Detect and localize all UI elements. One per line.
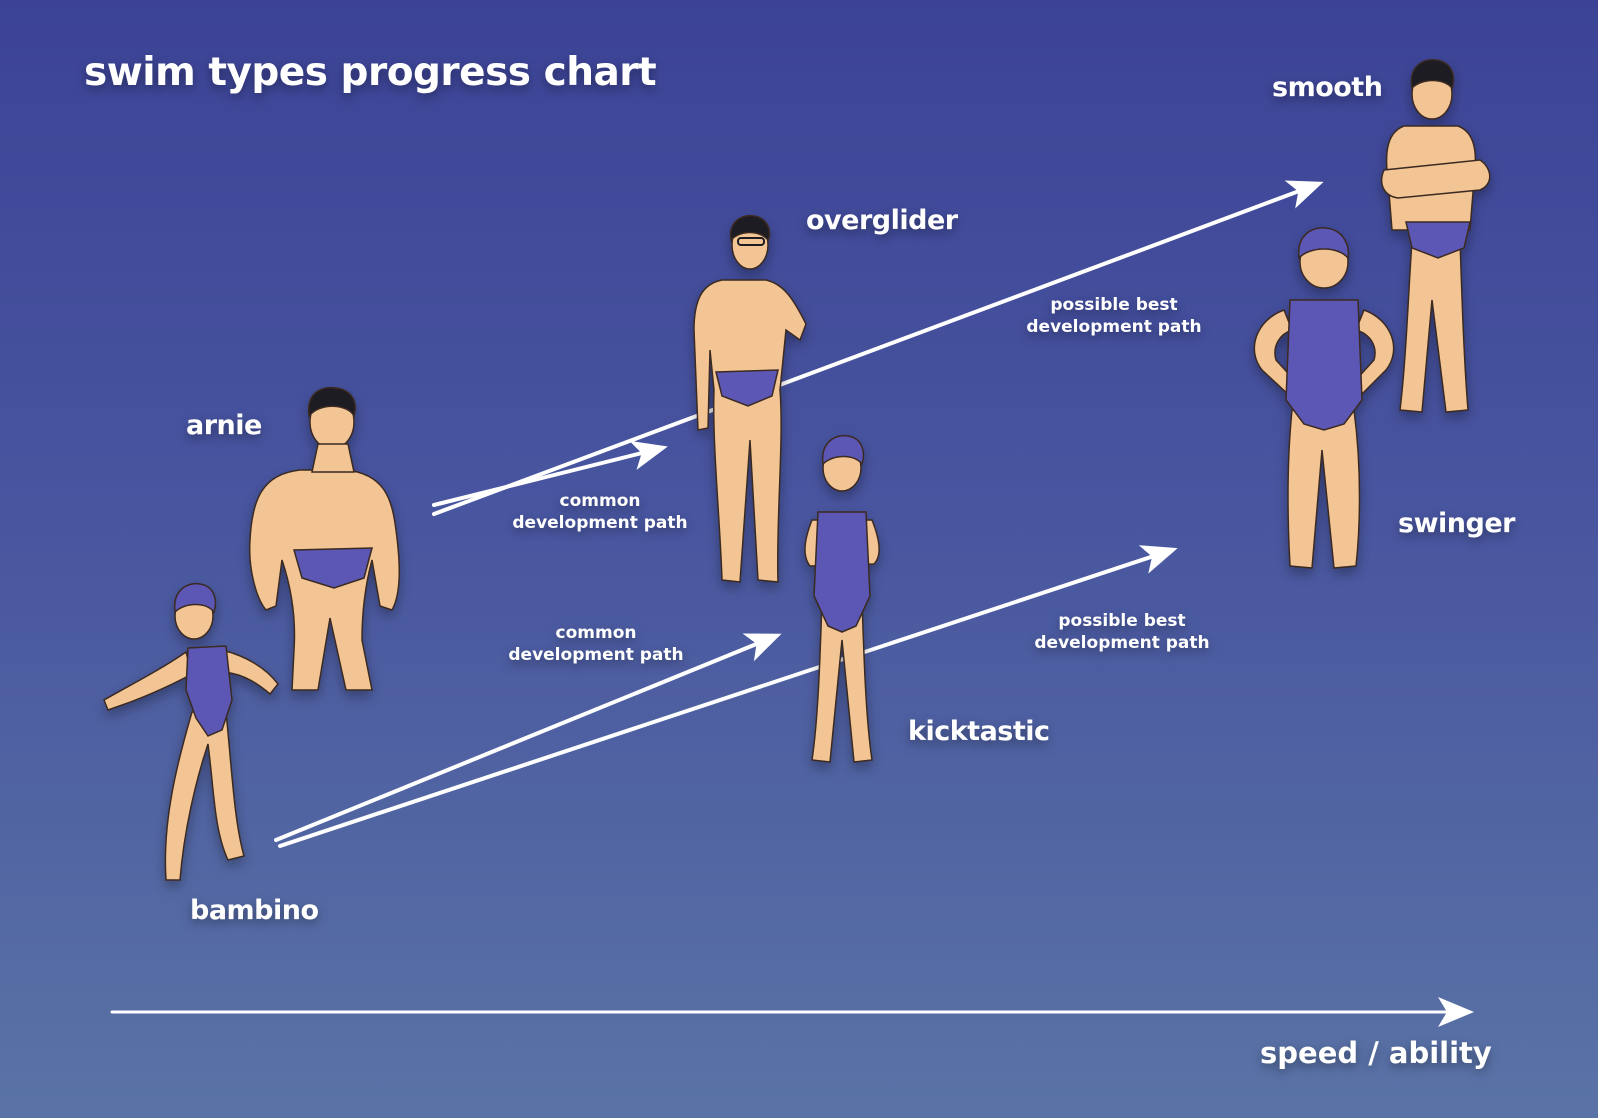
bambino-cap [174,582,217,614]
arnie-trunks [293,547,373,589]
bambino-figure [103,582,279,881]
smooth-figure [1380,58,1491,413]
label-swinger: swinger [1398,508,1515,539]
label-arnie: arnie [186,410,262,441]
chart-title: swim types progress chart [84,50,657,95]
overglider-glasses [737,237,765,246]
arnie-hair [307,386,356,419]
swinger-swimsuit [1285,299,1363,431]
overglider-figure [693,214,807,583]
arnie-figure [248,386,400,691]
smooth-trunks [1405,221,1471,259]
arrow-bambino-to-swinger [278,545,1178,848]
kicktastic-cap [822,434,865,466]
axis-label-speed-ability: speed / ability [1260,1036,1492,1070]
bambino-legs [164,711,245,881]
arrow-arnie-to-smooth [432,180,1324,516]
smooth-hair [1410,58,1455,90]
swinger-legs [1287,409,1361,569]
overglider-body [693,279,807,583]
overglider-hair [729,214,771,242]
swinger-cap [1298,226,1350,260]
arnie-neck [311,443,355,473]
arrow-bambino-to-kicktastic [274,633,782,842]
label-kicktastic: kicktastic [908,716,1050,747]
bambino-swimsuit [185,645,233,737]
label-bambino: bambino [190,895,319,926]
overglider-trunks [715,369,779,407]
label-overglider: overglider [806,205,958,236]
arrow-arnie-to-overglider [432,440,668,507]
kicktastic-legs [811,599,873,763]
label-smooth: smooth [1272,72,1383,103]
kicktastic-figure [804,434,880,763]
swinger-figure [1253,226,1395,569]
smooth-legs [1399,239,1469,413]
smooth-arms [1380,159,1491,199]
path-arrows [110,180,1474,1027]
kicktastic-swimsuit [813,511,871,633]
bambino-arms [103,649,279,711]
